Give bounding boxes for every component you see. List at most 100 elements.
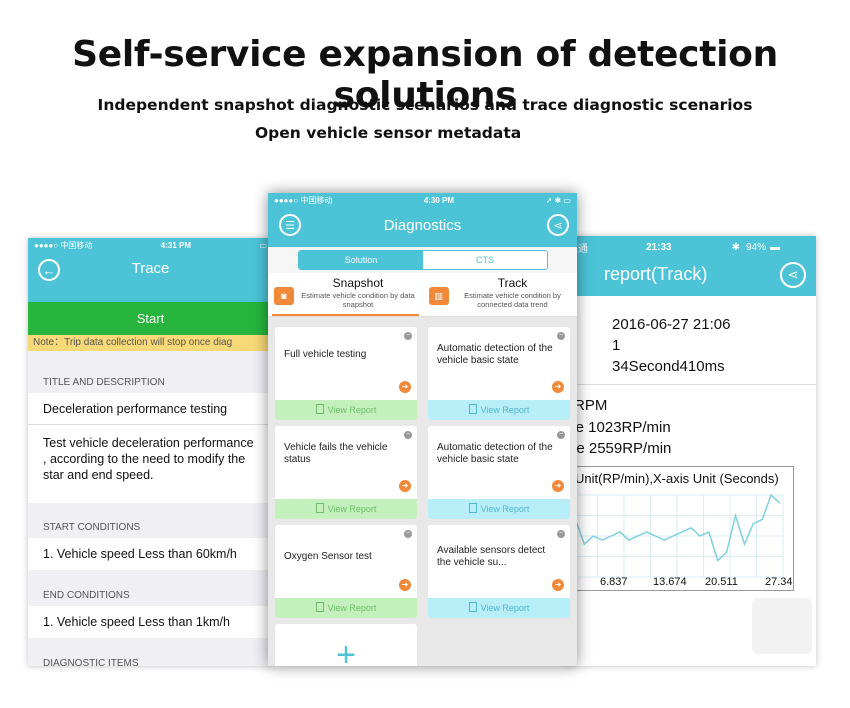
plus-icon: + (336, 636, 356, 666)
remove-icon[interactable]: − (557, 431, 565, 439)
share-button[interactable]: ⋖ (780, 262, 806, 288)
bluetooth-icon: ✱ (731, 241, 740, 253)
card-text: Automatic detection of the vehicle basic… (437, 343, 553, 366)
remove-icon[interactable]: − (557, 530, 565, 538)
share-button[interactable]: ⋖ (547, 214, 569, 236)
track-desc: Estimate vehicle condition by connected … (464, 291, 561, 309)
back-arrow-icon: ← (42, 262, 56, 278)
arrow-right-icon[interactable]: ➜ (552, 381, 564, 393)
end-condition-row[interactable]: 1. Vehicle speed Less than 1km/h (28, 606, 273, 638)
carrier: ●●●●○ 中国移动 (34, 240, 93, 250)
battery-icon: ▬ (769, 241, 780, 253)
chart-svg (570, 493, 784, 578)
document-icon (468, 404, 477, 414)
view-report-label: View Report (480, 603, 530, 613)
carrier: ●●●●○ 中国移动 (274, 195, 333, 205)
card-oxygen-sensor[interactable]: − Oxygen Sensor test ➜ View Report (275, 525, 417, 618)
diagnostics-header: ●●●●○ 中国移动 4:30 PM ➚ ✱ ▭ ☰ Diagnostics ⋖ (268, 193, 577, 247)
note-banner: Note：Trip data collection will stop once… (28, 335, 273, 351)
view-report-button[interactable]: View Report (275, 598, 417, 618)
chart-title: Unit(RP/min),X-axis Unit (Seconds) (575, 471, 779, 486)
add-solution-button[interactable]: + (275, 624, 417, 666)
view-report-label: View Report (327, 504, 377, 514)
description-value[interactable]: Test vehicle deceleration performance , … (28, 425, 273, 503)
card-text: Vehicle fails the vehicle status (284, 442, 388, 465)
segment-control: Solution CTS (298, 250, 548, 270)
share-icon: ⋖ (553, 219, 563, 232)
floating-button[interactable] (752, 598, 812, 654)
value-1: lue 1023RP/min (564, 419, 671, 436)
track-icon: ▥ (428, 287, 449, 305)
status-bar: 联通 21:33 ✱ 94% ▬ (564, 238, 816, 256)
battery-icon: ▭ (259, 240, 267, 250)
card-text: Available sensors detect the vehicle su.… (437, 545, 546, 568)
card-vehicle-fails[interactable]: − Vehicle fails the vehicle status ➜ Vie… (275, 426, 417, 519)
report-header: 联通 21:33 ✱ 94% ▬ report(Track) ⋖ (564, 236, 816, 296)
arrow-right-icon[interactable]: ➜ (399, 579, 411, 591)
track-label: Track (497, 276, 528, 290)
spacer (28, 570, 273, 586)
camera-icon: ◙ (274, 287, 294, 305)
title-value[interactable]: Deceleration performance testing (28, 393, 273, 425)
card-full-vehicle-testing[interactable]: − Full vehicle testing ➜ View Report (275, 327, 417, 420)
view-report-button[interactable]: View Report (428, 499, 570, 519)
spacer (28, 503, 273, 518)
arrow-right-icon[interactable]: ➜ (552, 480, 564, 492)
x-tick-label: 20.511 (705, 576, 738, 588)
view-report-label: View Report (480, 504, 530, 514)
battery-percent: 94% (745, 241, 766, 253)
document-icon (315, 503, 324, 513)
status-bar: ●●●●○ 中国移动 4:31 PM ▭ (28, 238, 273, 252)
phone-diagnostics: ●●●●○ 中国移动 4:30 PM ➚ ✱ ▭ ☰ Diagnostics ⋖… (268, 193, 577, 666)
view-report-label: View Report (327, 603, 377, 613)
mode-selector: ◙ Snapshot Estimate vehicle condition by… (268, 273, 577, 317)
remove-icon[interactable]: − (404, 530, 412, 538)
view-report-button[interactable]: View Report (428, 598, 570, 618)
menu-button[interactable]: ☰ (279, 214, 301, 236)
x-tick-label: 27.34 (765, 576, 793, 588)
phone-trace: ●●●●○ 中国移动 4:31 PM ▭ ← Trace Start Note：… (28, 238, 273, 666)
x-tick-label: 13.674 (653, 576, 687, 588)
mode-snapshot[interactable]: ◙ Snapshot Estimate vehicle condition by… (268, 273, 423, 316)
mode-track[interactable]: ▥ Track Estimate vehicle condition by co… (423, 273, 578, 316)
battery-icon: ➚ ✱ ▭ (545, 195, 571, 205)
report-date: 2016-06-27 21:06 (612, 316, 731, 333)
document-icon (468, 503, 477, 513)
remove-icon[interactable]: − (404, 332, 412, 340)
section-title-description: TITLE AND DESCRIPTION (43, 377, 165, 388)
remove-icon[interactable]: − (557, 332, 565, 340)
value-2: ue 2559RP/min (568, 440, 672, 457)
snapshot-label: Snapshot (332, 276, 384, 290)
start-condition-row[interactable]: 1. Vehicle speed Less than 60km/h (28, 538, 273, 570)
tab-cts[interactable]: CTS (423, 251, 547, 269)
rpm-chart: Unit(RP/min),X-axis Unit (Seconds) (564, 466, 794, 591)
arrow-right-icon[interactable]: ➜ (399, 381, 411, 393)
page-title: Trace (131, 260, 170, 277)
active-underline (272, 314, 419, 316)
arrow-right-icon[interactable]: ➜ (552, 579, 564, 591)
view-report-button[interactable]: View Report (275, 400, 417, 420)
segment-control-wrap: Solution CTS (268, 247, 577, 273)
subline-2: Open vehicle sensor metadata (255, 124, 522, 142)
carrier: 联通 (568, 243, 588, 255)
card-auto-detect-1[interactable]: − Automatic detection of the vehicle bas… (428, 327, 570, 420)
start-button[interactable]: Start (28, 302, 273, 335)
menu-icon: ☰ (285, 219, 295, 232)
section-diagnostic-items: DIAGNOSTIC ITEMS (43, 658, 139, 666)
clock: 4:30 PM (423, 195, 455, 205)
card-available-sensors[interactable]: − Available sensors detect the vehicle s… (428, 525, 570, 618)
tab-solution[interactable]: Solution (299, 251, 423, 269)
view-report-button[interactable]: View Report (428, 400, 570, 420)
remove-icon[interactable]: − (404, 431, 412, 439)
arrow-right-icon[interactable]: ➜ (399, 480, 411, 492)
divider (564, 384, 816, 385)
card-text: Full vehicle testing (284, 349, 367, 360)
view-report-button[interactable]: View Report (275, 499, 417, 519)
card-auto-detect-2[interactable]: − Automatic detection of the vehicle bas… (428, 426, 570, 519)
back-button[interactable]: ← (38, 259, 60, 281)
card-text: Automatic detection of the vehicle basic… (437, 442, 553, 465)
document-icon (468, 602, 477, 612)
subline-1: Independent snapshot diagnostic scenario… (97, 96, 753, 114)
spacer (28, 638, 273, 654)
series-line-0 (570, 493, 781, 562)
